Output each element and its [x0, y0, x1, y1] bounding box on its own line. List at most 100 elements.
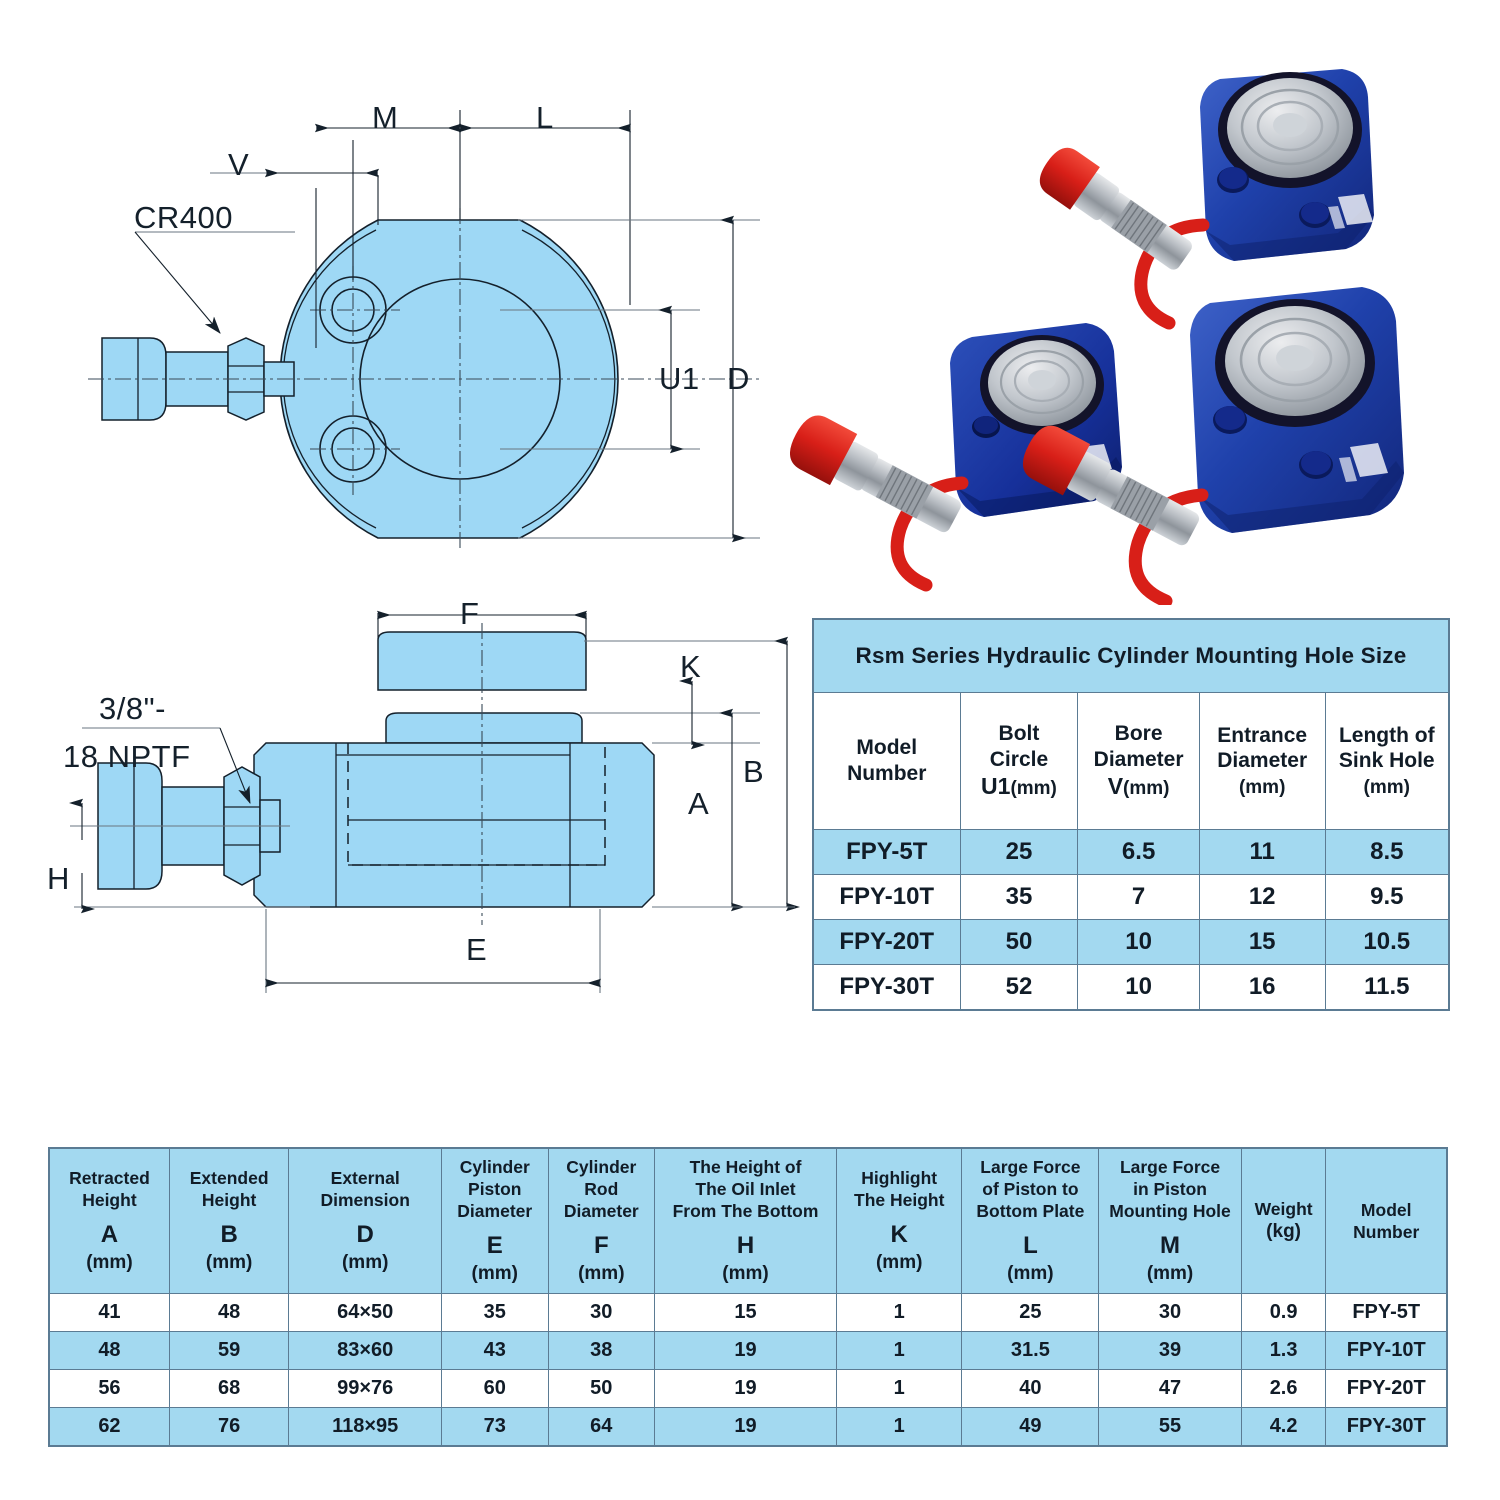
oil-inlet-fitting-sideview	[97, 762, 281, 890]
coupler-left	[790, 415, 969, 592]
label-d: D	[727, 361, 750, 396]
coupler-top	[1039, 147, 1210, 330]
mount-header-bolt-code: U1	[981, 773, 1011, 800]
mount-cell-bolt-circle: 50	[959, 919, 1079, 965]
spec-cell-model: FPY-5T	[1325, 1293, 1448, 1332]
product-photo	[790, 55, 1480, 605]
mount-cell-entrance: 12	[1198, 874, 1326, 920]
mount-cell-bore: 10	[1077, 964, 1200, 1011]
mount-header-sink-unit: (mm)	[1363, 776, 1410, 798]
label-thread-line1: 3/8"-	[99, 691, 166, 726]
mount-cell-bore: 7	[1077, 874, 1200, 920]
spec-header-e-unit: (mm)	[471, 1262, 518, 1284]
table-row: FPY-5T 25 6.5 11 8.5	[812, 829, 1450, 875]
spec-cell-l: 25	[961, 1293, 1100, 1332]
spec-cell-l: 49	[961, 1407, 1100, 1447]
spec-cell-model: FPY-20T	[1325, 1369, 1448, 1408]
label-h: H	[47, 861, 70, 896]
spec-header-l-unit: (mm)	[1007, 1262, 1054, 1284]
label-l: L	[536, 100, 554, 135]
spec-header-h-code: H	[736, 1232, 755, 1260]
mount-cell-entrance: 11	[1198, 829, 1326, 875]
mount-header-bore-code: V	[1107, 773, 1124, 800]
mount-header-bore: Bore Diameter V(mm)	[1077, 692, 1200, 830]
spec-cell-weight: 2.6	[1240, 1369, 1327, 1408]
mount-cell-model: FPY-5T	[812, 829, 961, 875]
mount-cell-sink: 8.5	[1324, 829, 1450, 875]
mount-header-bolt-line2: Circle	[989, 747, 1049, 771]
mount-header-model-line1: Model	[856, 736, 918, 760]
spec-header-k-unit: (mm)	[875, 1251, 923, 1273]
mount-cell-bore: 6.5	[1077, 829, 1200, 875]
mount-header-model-line2: Number	[847, 762, 927, 785]
mount-header-entrance: Entrance Diameter (mm)	[1198, 692, 1326, 830]
mount-header-sink: Length of Sink Hole (mm)	[1324, 692, 1450, 830]
mount-header-entrance-line2: Diameter	[1217, 749, 1308, 773]
spec-cell-model: FPY-30T	[1325, 1407, 1448, 1447]
spec-cell-f: 64	[547, 1407, 656, 1447]
label-m: M	[372, 100, 399, 135]
spec-header-weight-unit: (kg)	[1266, 1221, 1301, 1243]
mount-header-bolt-line1: Bolt	[998, 722, 1040, 746]
side-view-drawing	[68, 610, 800, 993]
spec-header-k-code: K	[890, 1221, 908, 1249]
mount-cell-bolt-circle: 35	[959, 874, 1079, 920]
mount-cell-bore: 10	[1077, 919, 1200, 965]
mount-cell-model: FPY-10T	[812, 874, 961, 920]
spec-cell-h: 19	[654, 1369, 837, 1408]
spec-cell-m: 55	[1098, 1407, 1242, 1447]
spec-header-e-code: E	[486, 1232, 503, 1260]
mount-header-model: Model Number	[812, 692, 961, 830]
spec-cell-m: 30	[1098, 1293, 1242, 1332]
spec-cell-k: 1	[835, 1331, 963, 1370]
nptf-leader	[219, 727, 251, 805]
table-row: 41 48 64×50 35 30 15 1 25 30 0.9 FPY-5T	[48, 1293, 1448, 1332]
spec-cell-f: 30	[547, 1293, 656, 1332]
table-row: 56 68 99×76 60 50 19 1 40 47 2.6 FPY-20T	[48, 1369, 1448, 1408]
spec-header-l-code: L	[1023, 1232, 1038, 1260]
label-thread-line2: 18 NPTF	[63, 739, 191, 774]
spec-cell-b: 68	[168, 1369, 290, 1408]
label-cr400: CR400	[134, 200, 233, 235]
spec-cell-b: 48	[168, 1293, 290, 1332]
mount-header-bore-unit: (mm)	[1123, 778, 1170, 800]
spec-header-f-code: F	[593, 1232, 609, 1260]
spec-cell-d: 118×95	[288, 1407, 442, 1447]
spec-cell-model: FPY-10T	[1325, 1331, 1448, 1370]
spec-cell-m: 47	[1098, 1369, 1242, 1408]
mount-header-sink-line2: Sink Hole	[1338, 749, 1435, 773]
mount-header-bolt-unit: (mm)	[1010, 778, 1057, 800]
spec-cell-d: 83×60	[288, 1331, 442, 1370]
spec-cell-k: 1	[835, 1293, 963, 1332]
mount-cell-sink: 10.5	[1324, 919, 1450, 965]
spec-header-d-code: D	[356, 1221, 374, 1249]
spec-header-m-code: M	[1160, 1232, 1181, 1260]
mount-header-bore-line2: Diameter	[1093, 747, 1184, 771]
spec-cell-e: 73	[440, 1407, 549, 1447]
spec-header-weight: Weight (kg)	[1240, 1147, 1327, 1294]
spec-header-b-code: B	[220, 1221, 238, 1249]
spec-cell-weight: 1.3	[1240, 1331, 1327, 1370]
mount-cell-model: FPY-30T	[812, 964, 961, 1011]
table-row: 62 76 118×95 73 64 19 1 49 55 4.2 FPY-30…	[48, 1407, 1448, 1447]
spec-header-f-unit: (mm)	[578, 1262, 625, 1284]
table-row: 48 59 83×60 43 38 19 1 31.5 39 1.3 FPY-1…	[48, 1331, 1448, 1370]
cr400-leader	[134, 231, 221, 334]
spec-header-a-code: A	[100, 1221, 119, 1249]
spec-cell-b: 59	[168, 1331, 290, 1370]
spec-cell-l: 40	[961, 1369, 1100, 1408]
spec-cell-e: 43	[440, 1331, 549, 1370]
spec-cell-a: 62	[48, 1407, 170, 1447]
spec-header-h-unit: (mm)	[722, 1262, 769, 1284]
spec-header-weight-text: Weight	[1254, 1199, 1313, 1219]
mount-cell-model: FPY-20T	[812, 919, 961, 965]
